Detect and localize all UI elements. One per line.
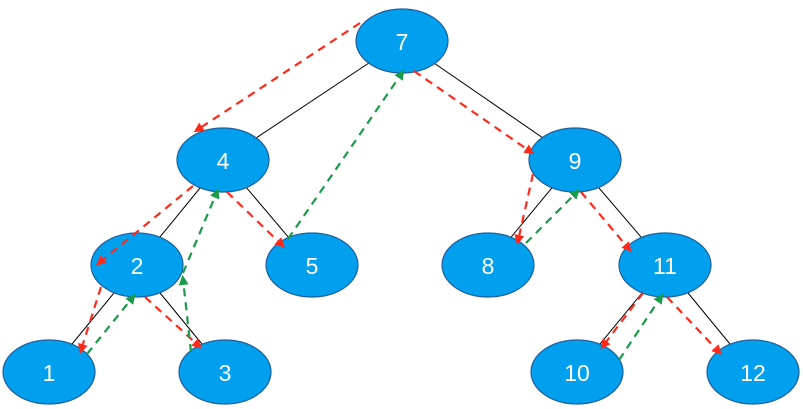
node-label: 3 xyxy=(219,360,232,386)
node-label: 8 xyxy=(482,253,495,279)
edges-layer xyxy=(48,40,754,373)
ascend-arrow-n1-n2 xyxy=(86,293,136,355)
tree-node-4: 4 xyxy=(176,127,270,193)
tree-node-5: 5 xyxy=(265,232,359,298)
descend-arrow-n7-n9 xyxy=(413,70,535,155)
node-label: 5 xyxy=(306,253,319,279)
node-ellipse xyxy=(441,232,535,298)
tree-node-3: 3 xyxy=(178,339,272,405)
ascend-arrow-n3-n2 xyxy=(178,275,193,353)
ascend-arrow-n2-n4 xyxy=(181,188,220,274)
tree-node-10: 10 xyxy=(530,339,624,405)
tree-node-11: 11 xyxy=(618,232,712,298)
node-ellipse xyxy=(618,232,712,298)
node-ellipse xyxy=(530,339,624,405)
node-label: 2 xyxy=(131,253,144,279)
tree-node-2: 2 xyxy=(90,232,184,298)
node-label: 11 xyxy=(653,253,677,279)
node-label: 10 xyxy=(564,360,590,386)
ascend-arrow-n5-n7 xyxy=(287,69,405,240)
descend-arrow-n4-n5 xyxy=(226,191,285,248)
ascend-arrow-n10-n11 xyxy=(618,293,664,361)
tree-node-8: 8 xyxy=(441,232,535,298)
tree-node-7: 7 xyxy=(355,8,449,74)
node-label: 4 xyxy=(217,148,230,174)
descend-arrow-n9-n8 xyxy=(514,173,535,245)
node-ellipse xyxy=(706,339,800,405)
tree-node-9: 9 xyxy=(528,127,622,193)
descend-arrow-n9-n11 xyxy=(580,191,632,253)
descend-arrow-n11-n10 xyxy=(600,292,644,350)
node-label: 9 xyxy=(569,148,582,174)
tree-node-12: 12 xyxy=(706,339,800,405)
ascend-arrow-n8-n9 xyxy=(525,189,580,244)
node-ellipse xyxy=(2,339,96,405)
node-ellipse xyxy=(265,232,359,298)
descend-arrow-n4-n2 xyxy=(95,185,194,266)
descend-arrow-n2-n3 xyxy=(144,296,202,349)
descend-arrow-n11-n12 xyxy=(666,296,722,355)
tree-node-1: 1 xyxy=(2,339,96,405)
node-ellipse xyxy=(176,127,270,193)
node-label: 12 xyxy=(740,360,766,386)
arrows-layer xyxy=(78,22,722,361)
node-label: 1 xyxy=(43,360,56,386)
node-ellipse xyxy=(178,339,272,405)
descend-arrow-n2-n1 xyxy=(78,286,103,354)
descend-arrow-n7-n4 xyxy=(193,22,361,133)
node-label: 7 xyxy=(396,29,409,55)
